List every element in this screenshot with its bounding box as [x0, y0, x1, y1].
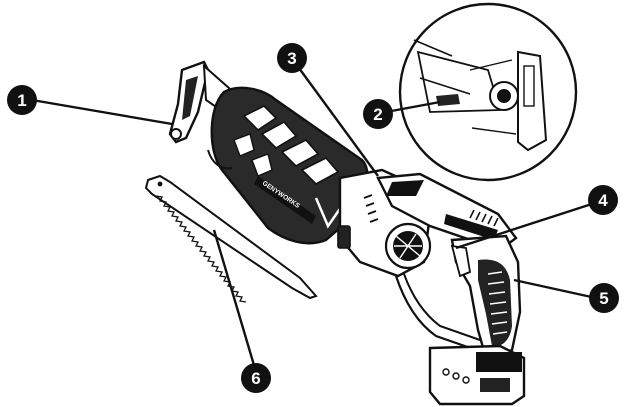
callout-6-number: 6 [251, 369, 260, 388]
saw-blade [144, 174, 318, 303]
callout-3-number: 3 [287, 49, 296, 68]
callout-5-number: 5 [599, 289, 608, 308]
callout-6: 6 [241, 363, 271, 393]
callout-4-number: 4 [598, 191, 608, 210]
callout-4: 4 [588, 185, 618, 215]
callout-2-number: 2 [373, 105, 382, 124]
callout-1: 1 [7, 85, 37, 115]
battery-pack [428, 344, 526, 406]
callout-3: 3 [277, 43, 307, 73]
callout-5: 5 [589, 283, 619, 313]
motor-housing: GENYWORKS [207, 86, 369, 245]
detail-inset [398, 2, 578, 182]
callout-1-number: 1 [17, 91, 26, 110]
rear-handle [394, 234, 522, 360]
callout-2: 2 [363, 99, 393, 129]
leader-lines [31, 63, 599, 373]
